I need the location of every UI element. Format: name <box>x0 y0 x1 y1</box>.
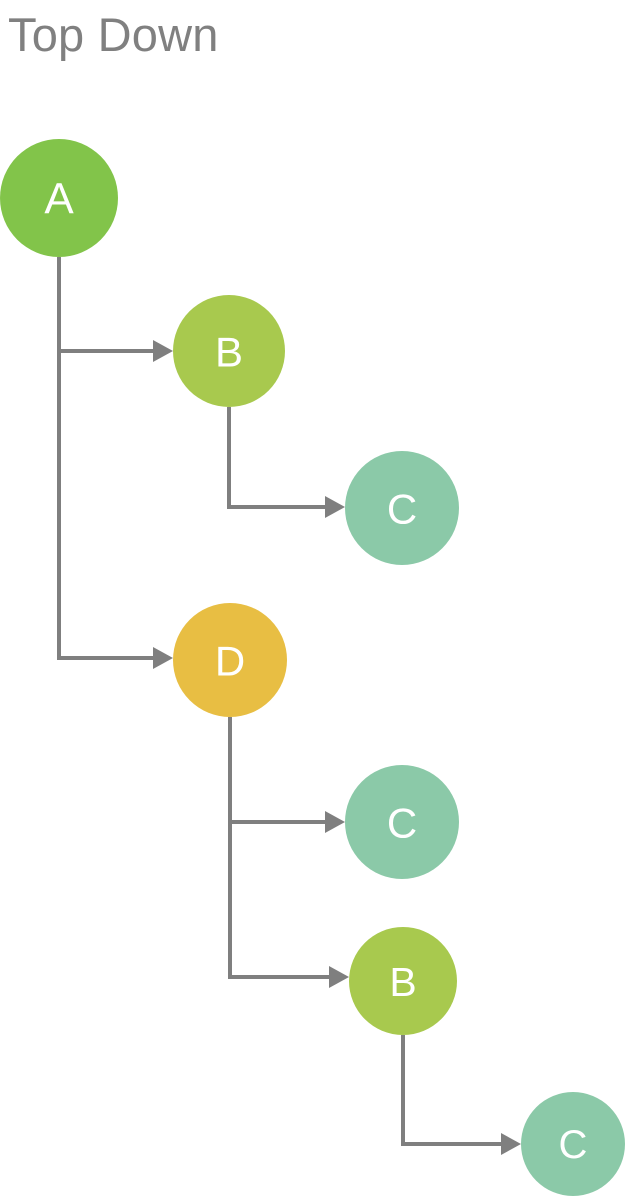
page-title: Top Down <box>8 8 219 61</box>
arrowhead-icon <box>325 811 345 833</box>
node-c2[interactable]: C <box>345 765 459 879</box>
edge-b2-c3 <box>401 1035 521 1155</box>
edge-line <box>57 257 153 353</box>
edge-a-b1 <box>57 257 173 362</box>
node-circle[interactable] <box>345 451 459 565</box>
edge-line <box>228 717 329 979</box>
edge-line <box>227 407 326 509</box>
edge-line <box>57 257 153 660</box>
arrowhead-icon <box>325 496 345 518</box>
node-circle[interactable] <box>521 1092 625 1196</box>
edge-d-c2 <box>228 717 345 833</box>
node-b1[interactable]: B <box>173 295 285 407</box>
edge-d-b2 <box>228 717 349 988</box>
edge-b1-c1 <box>227 407 345 518</box>
edge-line <box>228 717 326 824</box>
arrowhead-icon <box>153 340 173 362</box>
arrowhead-icon <box>501 1133 521 1155</box>
node-label: B <box>215 329 243 376</box>
node-circle[interactable] <box>0 139 118 257</box>
node-label: C <box>559 1123 588 1167</box>
edges-layer <box>57 257 521 1155</box>
node-c3[interactable]: C <box>521 1092 625 1196</box>
node-circle[interactable] <box>173 603 287 717</box>
arrowhead-icon <box>153 647 173 669</box>
node-b2[interactable]: B <box>349 927 457 1035</box>
node-label: C <box>387 486 417 533</box>
node-label: A <box>44 175 74 224</box>
node-d[interactable]: D <box>173 603 287 717</box>
node-a[interactable]: A <box>0 139 118 257</box>
node-circle[interactable] <box>345 765 459 879</box>
node-circle[interactable] <box>173 295 285 407</box>
nodes-layer: A B C D C B C <box>0 139 625 1196</box>
node-circle[interactable] <box>349 927 457 1035</box>
arrowhead-icon <box>329 966 349 988</box>
node-label: B <box>389 959 416 1005</box>
node-label: D <box>215 638 245 685</box>
edge-line <box>401 1035 502 1146</box>
node-c1[interactable]: C <box>345 451 459 565</box>
node-label: C <box>387 800 417 847</box>
edge-a-d <box>57 257 173 669</box>
